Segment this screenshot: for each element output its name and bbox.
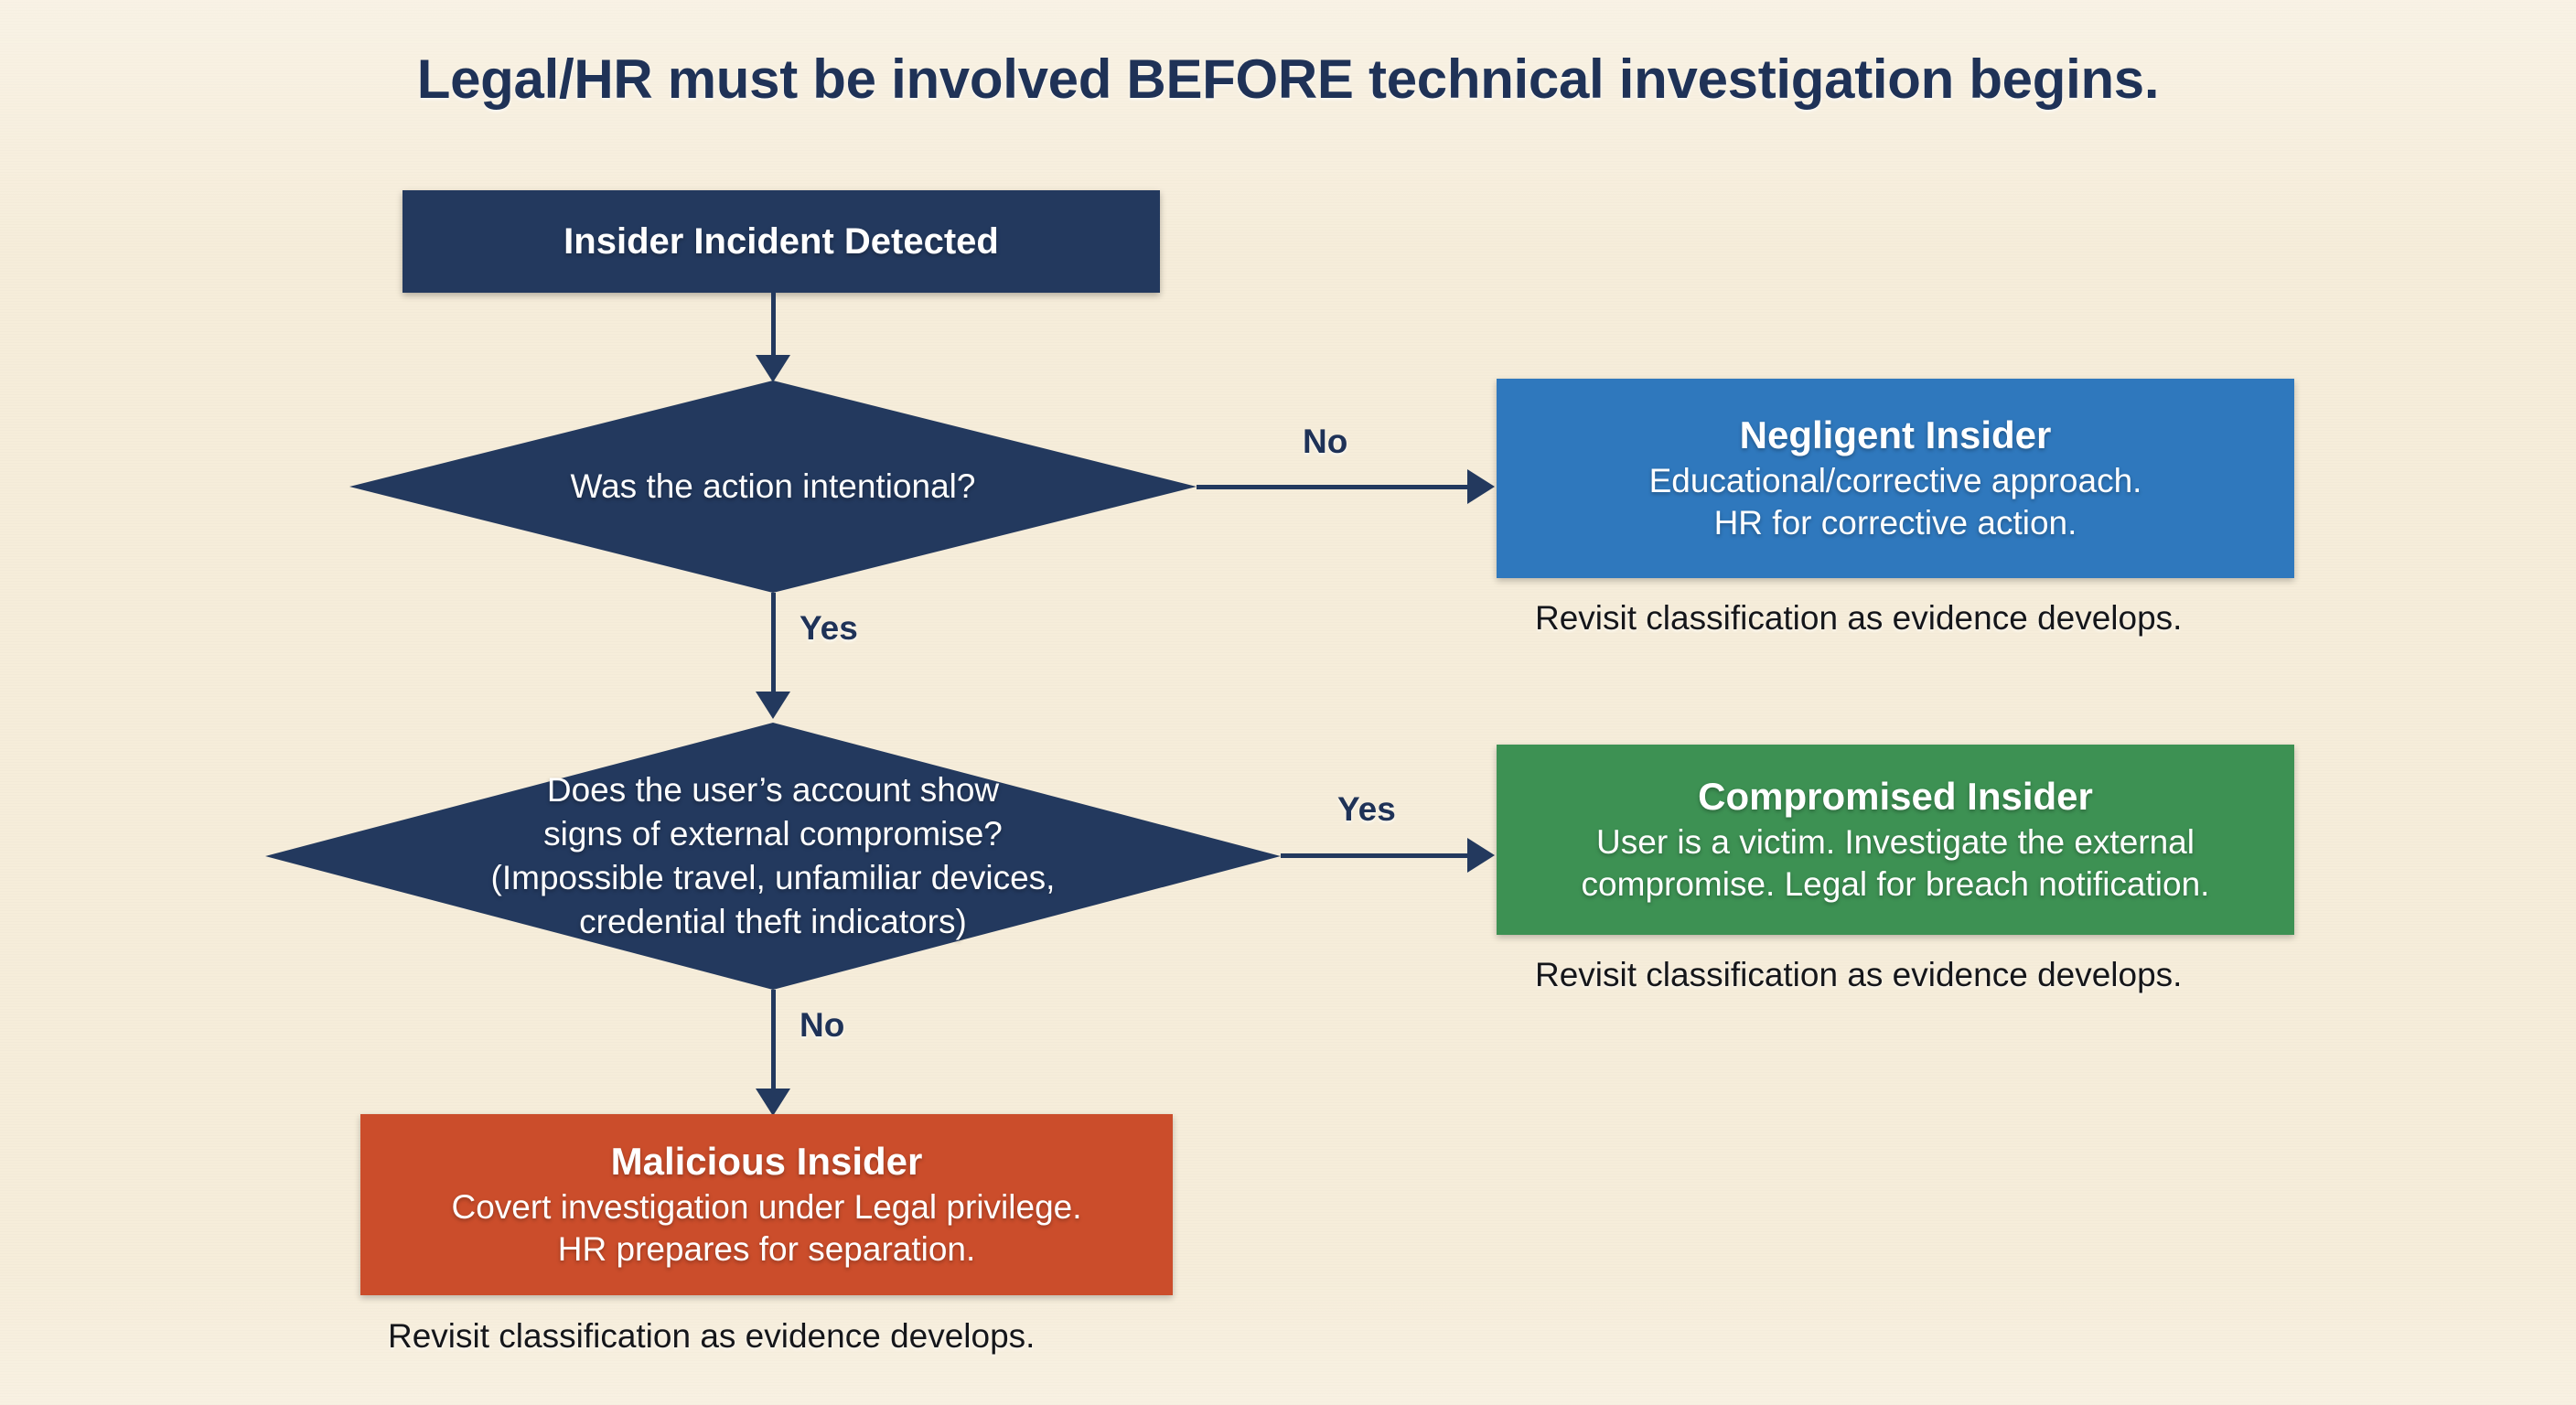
arrowhead-decision2-yes xyxy=(1467,838,1495,873)
arrowhead-decision1-yes xyxy=(756,692,790,719)
compromised-heading: Compromised Insider xyxy=(1698,774,2093,818)
node-negligent-insider[interactable]: Negligent Insider Educational/corrective… xyxy=(1497,379,2294,578)
compromised-line-1: User is a victim. Investigate the extern… xyxy=(1596,822,2195,861)
connector-decision1-no xyxy=(1197,485,1471,489)
malicious-line-2: HR prepares for separation. xyxy=(557,1229,976,1268)
malicious-heading: Malicious Insider xyxy=(610,1139,923,1183)
negligent-line-2: HR for corrective action. xyxy=(1713,503,2077,542)
arrowhead-decision1-no xyxy=(1467,469,1495,504)
decision2-line-3: (Impossible travel, unfamiliar devices, xyxy=(490,859,1056,896)
edge-label-decision1-yes: Yes xyxy=(800,609,858,647)
node-insider-incident-detected[interactable]: Insider Incident Detected xyxy=(402,190,1160,293)
arrowhead-start-to-decision1 xyxy=(756,355,790,382)
node-start-label: Insider Incident Detected xyxy=(564,220,999,262)
decision2-line-2: signs of external compromise? xyxy=(543,814,1003,853)
caption-compromised-revisit: Revisit classification as evidence devel… xyxy=(1535,956,2183,993)
edge-label-decision2-yes: Yes xyxy=(1337,790,1396,828)
connector-start-to-decision1 xyxy=(771,293,776,359)
negligent-line-1: Educational/corrective approach. xyxy=(1648,461,2142,499)
edge-label-decision2-no: No xyxy=(800,1006,845,1044)
malicious-line-1: Covert investigation under Legal privile… xyxy=(451,1187,1082,1226)
node-decision2-text: Does the user’s account show signs of ex… xyxy=(265,723,1281,990)
connector-decision2-no xyxy=(771,990,776,1092)
page-title: Legal/HR must be involved BEFORE technic… xyxy=(416,48,2160,110)
decision1-line-1: Was the action intentional? xyxy=(570,467,976,505)
caption-malicious-revisit: Revisit classification as evidence devel… xyxy=(388,1317,1036,1355)
node-decision1-text: Was the action intentional? xyxy=(349,381,1197,593)
negligent-heading: Negligent Insider xyxy=(1739,413,2052,456)
decision2-line-1: Does the user’s account show xyxy=(546,770,1000,809)
edge-label-decision1-no: No xyxy=(1303,423,1348,460)
caption-negligent-revisit: Revisit classification as evidence devel… xyxy=(1535,599,2183,637)
node-malicious-insider[interactable]: Malicious Insider Covert investigation u… xyxy=(360,1114,1173,1295)
node-decision-external-compromise[interactable]: Does the user’s account show signs of ex… xyxy=(265,723,1281,990)
node-decision-was-action-intentional[interactable]: Was the action intentional? xyxy=(349,381,1197,593)
connector-decision1-yes xyxy=(771,593,776,695)
arrowhead-decision2-no xyxy=(756,1089,790,1116)
connector-decision2-yes xyxy=(1281,853,1471,858)
decision2-line-4: credential theft indicators) xyxy=(579,903,967,941)
compromised-line-2: compromise. Legal for breach notificatio… xyxy=(1581,864,2210,903)
node-compromised-insider[interactable]: Compromised Insider User is a victim. In… xyxy=(1497,745,2294,935)
